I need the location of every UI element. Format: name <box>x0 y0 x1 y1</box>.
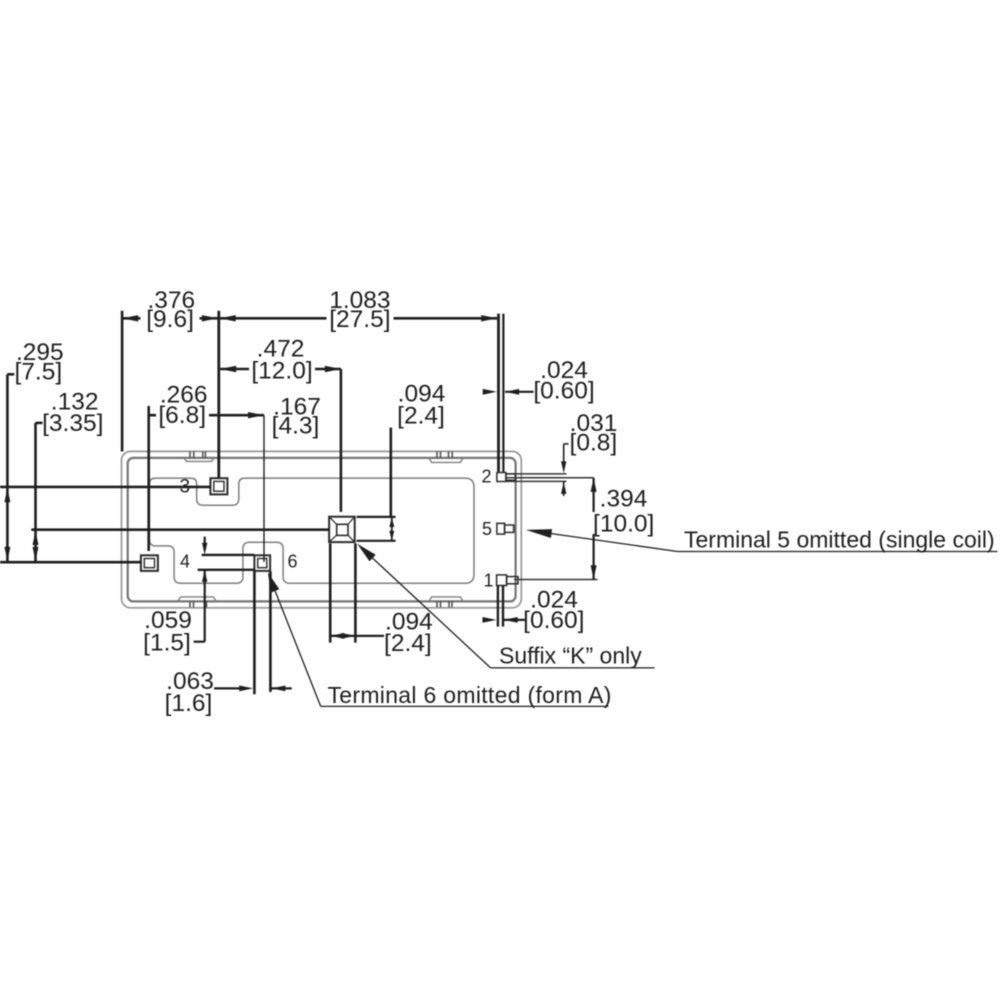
svg-text:.295: .295 <box>16 339 64 366</box>
svg-text:.472: .472 <box>257 336 305 363</box>
svg-text:[27.5]: [27.5] <box>329 306 390 333</box>
svg-text:.063: .063 <box>166 668 214 695</box>
svg-text:.266: .266 <box>160 382 208 409</box>
svg-text:.059: .059 <box>144 607 192 634</box>
svg-text:[12.0]: [12.0] <box>251 358 312 385</box>
svg-text:[1.5]: [1.5] <box>143 629 191 656</box>
svg-text:[2.4]: [2.4] <box>384 630 432 657</box>
svg-text:[1.6]: [1.6] <box>165 690 213 717</box>
svg-text:5: 5 <box>482 519 492 539</box>
svg-text:[0.60]: [0.60] <box>523 607 584 634</box>
svg-text:6: 6 <box>288 552 298 572</box>
svg-text:[0.8]: [0.8] <box>570 430 618 457</box>
svg-text:[3.35]: [3.35] <box>42 410 103 437</box>
svg-text:Suffix “K” only: Suffix “K” only <box>499 643 642 669</box>
svg-text:[7.5]: [7.5] <box>15 359 63 386</box>
svg-text:1.083: 1.083 <box>329 287 390 314</box>
svg-text:[0.60]: [0.60] <box>533 377 594 404</box>
svg-text:3: 3 <box>180 477 191 498</box>
svg-text:[6.8]: [6.8] <box>158 402 206 429</box>
svg-text:[9.6]: [9.6] <box>146 306 194 333</box>
svg-text:.094: .094 <box>398 381 446 408</box>
svg-text:.024: .024 <box>530 587 578 614</box>
svg-text:.394: .394 <box>600 485 648 512</box>
svg-text:[2.4]: [2.4] <box>397 402 445 429</box>
svg-text:.024: .024 <box>540 357 588 384</box>
svg-text:.094: .094 <box>385 609 433 636</box>
svg-text:4: 4 <box>180 552 190 572</box>
svg-text:.031: .031 <box>570 410 618 437</box>
svg-text:Terminal 6 omitted (form A): Terminal 6 omitted (form A) <box>328 682 612 708</box>
svg-text:[4.3]: [4.3] <box>272 413 320 440</box>
svg-text:2: 2 <box>482 467 492 487</box>
svg-text:[10.0]: [10.0] <box>593 510 654 537</box>
svg-text:.167: .167 <box>273 394 321 421</box>
svg-text:1: 1 <box>484 571 494 591</box>
svg-text:.376: .376 <box>147 287 195 314</box>
svg-text:Terminal 5 omitted (single coi: Terminal 5 omitted (single coil) <box>684 527 995 553</box>
svg-text:.132: .132 <box>51 388 99 415</box>
